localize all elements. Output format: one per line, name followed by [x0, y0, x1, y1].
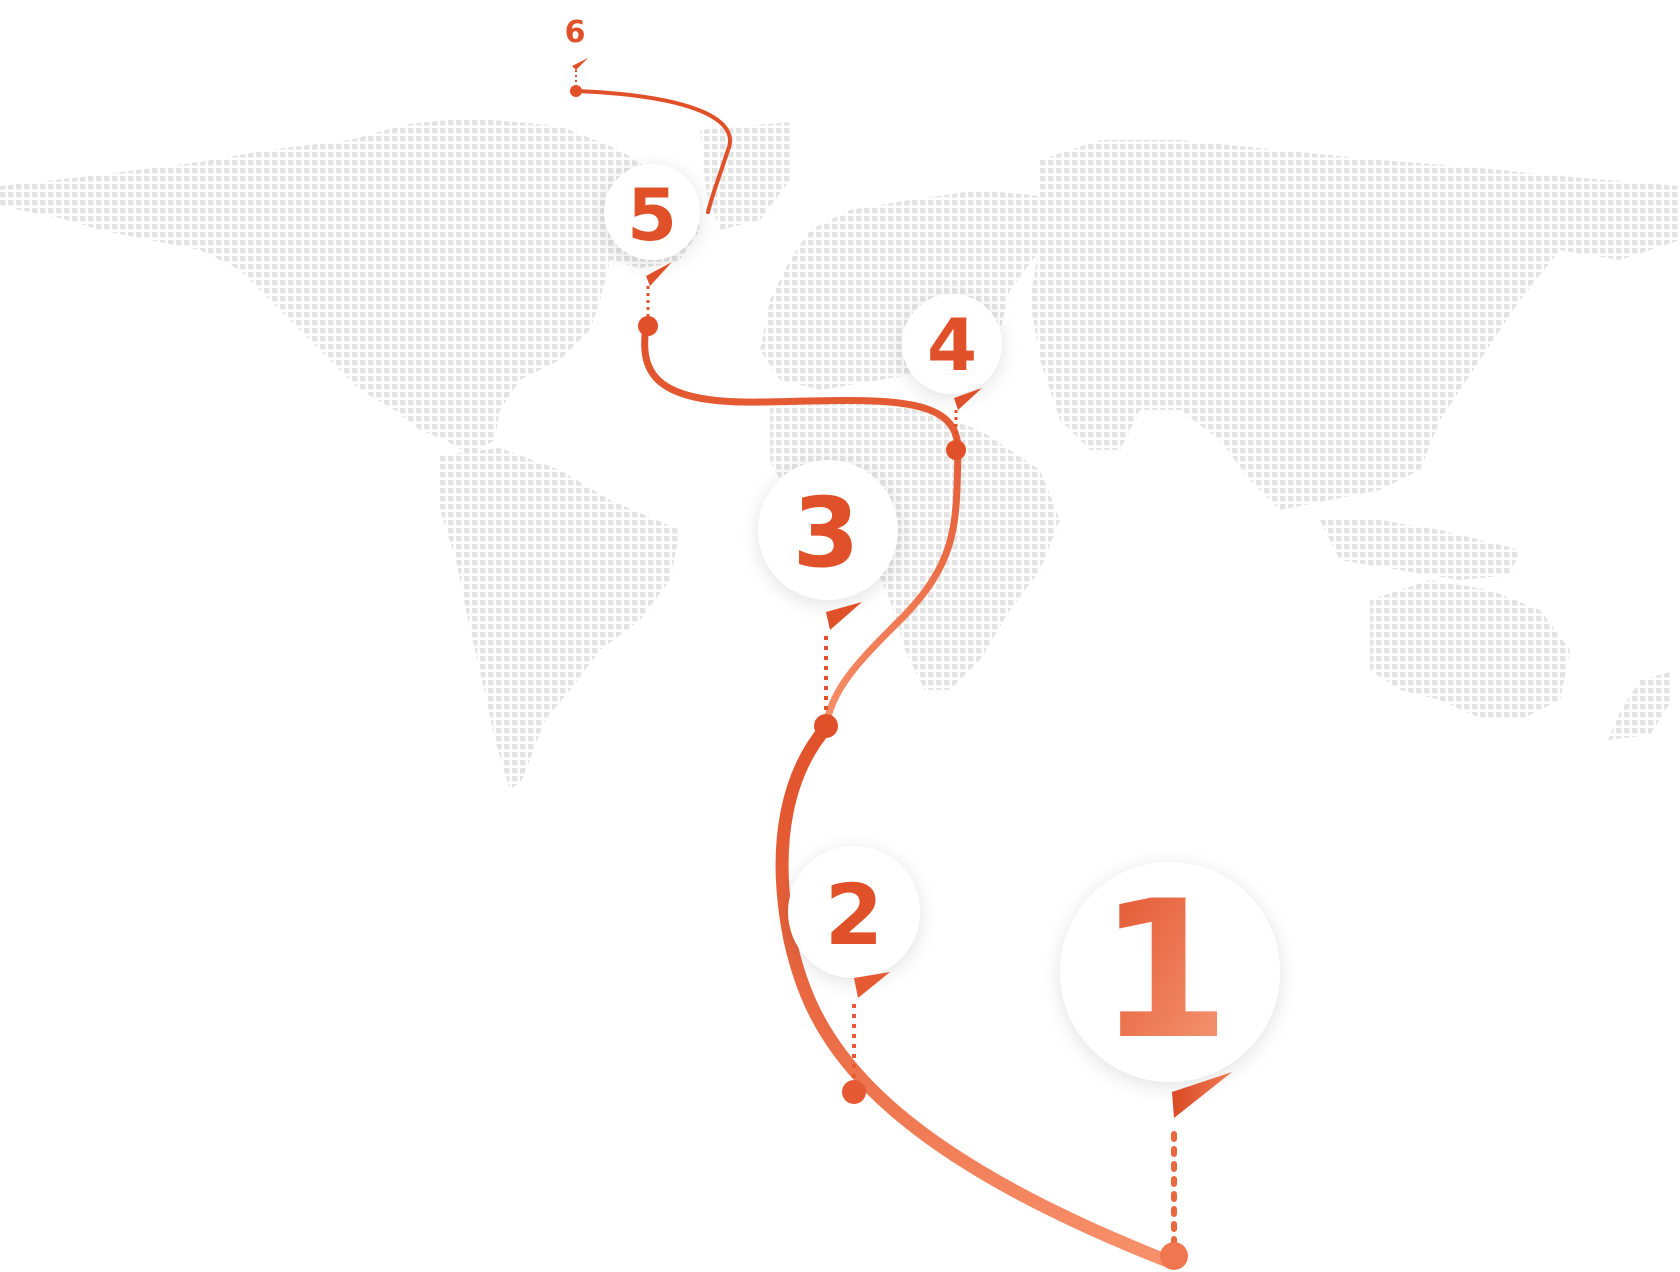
- step-6-dot: [570, 85, 582, 97]
- step-6-pointer: [572, 58, 588, 70]
- journey-path-lower: [775, 721, 1177, 1269]
- step-1-pointer: [1172, 1072, 1232, 1118]
- step-4-dot: [946, 440, 966, 460]
- step-2-marker: 2: [788, 846, 920, 1104]
- step-5-badge: [604, 164, 700, 260]
- step-1-badge: [1060, 862, 1280, 1082]
- step-4-pointer: [954, 388, 982, 410]
- step-6-number: 6: [565, 15, 586, 50]
- greenland-dots: [700, 122, 790, 230]
- step-2-dot: [842, 1080, 866, 1104]
- journey-path: [574, 89, 732, 214]
- journey-path-middle: [641, 322, 962, 732]
- step-3-marker: 3: [758, 460, 898, 738]
- step-4-number: 4: [927, 303, 977, 387]
- step-3-badge: [758, 460, 898, 600]
- step-4-badge: [902, 294, 1002, 394]
- australia-dots: [1370, 580, 1570, 720]
- world-map-dots: [0, 118, 1680, 790]
- asia-dots: [1030, 140, 1680, 510]
- step-2-number: 2: [825, 866, 883, 964]
- step-5-pointer: [646, 262, 672, 286]
- north-america-dots: [0, 118, 700, 455]
- step-1-marker: 1: [1060, 860, 1280, 1270]
- new-zealand-dots: [1608, 672, 1672, 740]
- step-5-number: 5: [627, 173, 677, 257]
- step-5-dot: [638, 316, 658, 336]
- step-2-badge: [788, 846, 920, 978]
- step-3-pointer: [826, 602, 862, 630]
- south-america-dots: [440, 448, 680, 790]
- step-5-marker: 5: [604, 164, 700, 336]
- step-3-dot: [814, 714, 838, 738]
- step-3-number: 3: [793, 477, 860, 589]
- step-4-marker: 4: [902, 294, 1002, 460]
- step-1-dot: [1160, 1242, 1188, 1270]
- step-6-marker: 6: [565, 15, 588, 97]
- step-2-pointer: [854, 972, 890, 998]
- step-1-number: 1: [1098, 860, 1230, 1081]
- southeast-asia-dots: [1320, 520, 1520, 580]
